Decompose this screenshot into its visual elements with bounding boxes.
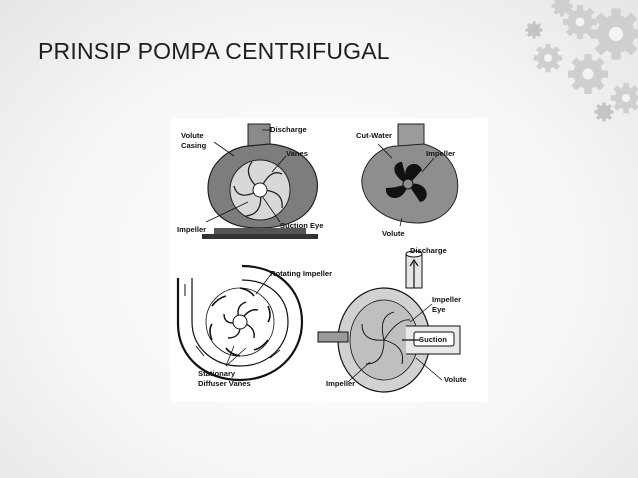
label-volute: Volute xyxy=(181,131,204,140)
label-discharge-br: Discharge xyxy=(410,246,447,255)
slide-title: PRINSIP POMPA CENTRIFUGAL xyxy=(38,38,390,64)
label-cut-water: Cut-Water xyxy=(356,131,392,140)
diagram-diffuser: Rotating Impeller Stationary Diffuser Va… xyxy=(176,264,332,388)
diagram-3d-cutaway: Discharge Impeller Eye Suction Impeller … xyxy=(317,246,467,393)
label-volute-tr: Volute xyxy=(382,229,405,238)
label-impeller: Impeller xyxy=(177,225,206,234)
label-volute-br: Volute xyxy=(444,375,467,384)
label-diffuser-vanes: Diffuser Vanes xyxy=(198,379,251,388)
label-impeller-br: Impeller xyxy=(326,379,355,388)
label-vanes: Vanes xyxy=(286,149,308,158)
label-suction-eye: Suction Eye xyxy=(280,221,323,230)
label-impeller-eye-2: Eye xyxy=(432,305,446,314)
label-rotating-impeller: Rotating Impeller xyxy=(270,269,332,278)
label-impeller-tr: Impeller xyxy=(426,149,455,158)
label-impeller-eye-1: Impeller xyxy=(432,295,461,304)
label-suction: Suction xyxy=(419,335,447,344)
label-stationary: Stationary xyxy=(198,369,236,378)
diagram-cut-water: Cut-Water Impeller Volute xyxy=(356,123,459,238)
diagram-volute-casing: Volute Casing Discharge Vanes Impeller S… xyxy=(177,123,323,239)
label-casing: Casing xyxy=(181,141,207,150)
gears-icon xyxy=(525,0,638,122)
label-discharge: Discharge xyxy=(270,125,307,134)
pump-diagram-panel: Volute Casing Discharge Vanes Impeller S… xyxy=(170,118,488,402)
